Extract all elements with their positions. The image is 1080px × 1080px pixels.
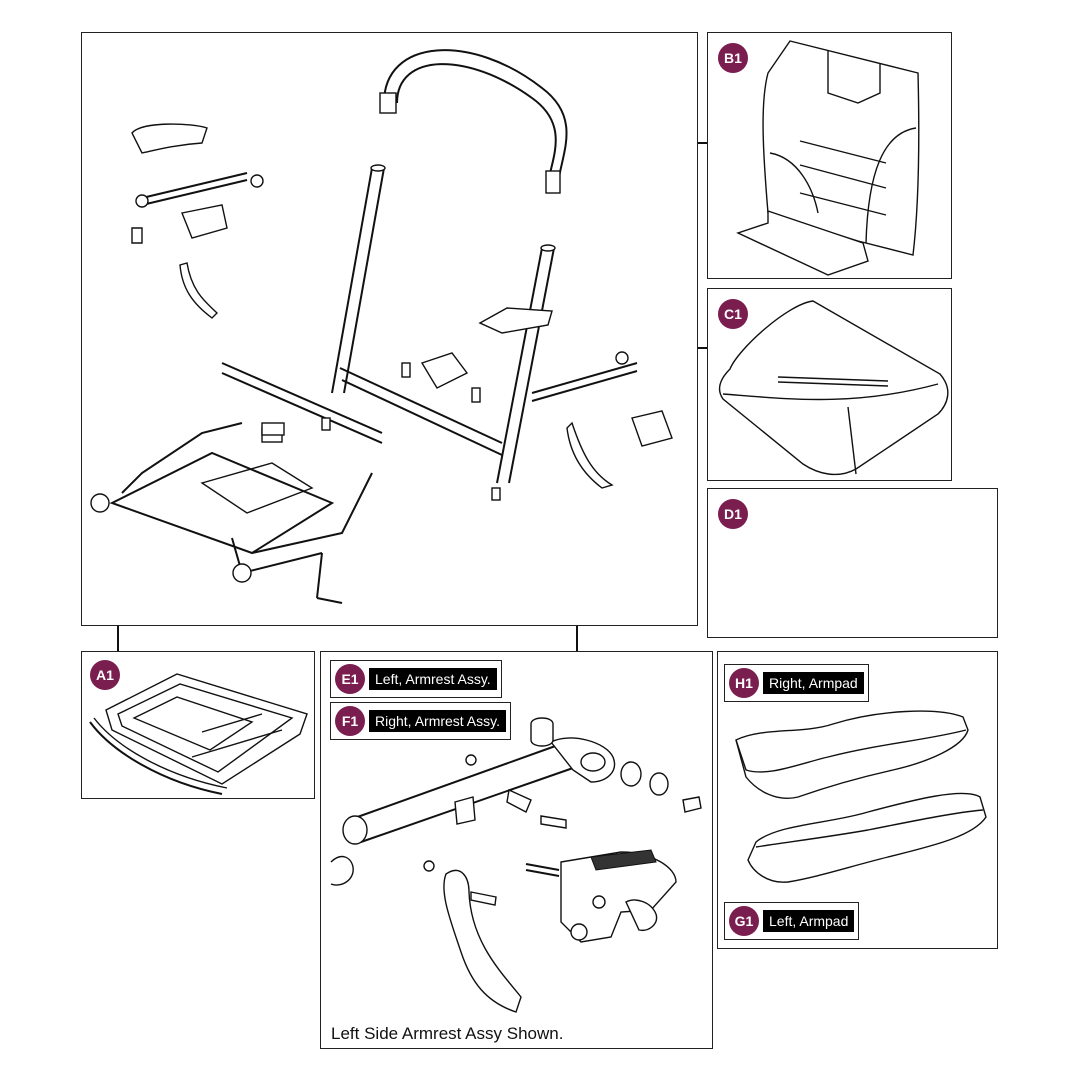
callout-b1: B1 xyxy=(718,43,748,73)
backrest-cushion-drawing xyxy=(736,40,920,276)
tag-f1: F1 Right, Armrest Assy. xyxy=(330,702,511,740)
tag-e1: E1 Left, Armrest Assy. xyxy=(330,660,502,698)
callout-a1: A1 xyxy=(90,660,120,690)
label-e1: Left, Armrest Assy. xyxy=(369,668,497,690)
panel-b1-backrest: B1 xyxy=(707,32,952,279)
tag-h1: H1 Right, Armpad xyxy=(724,664,869,702)
seat-pan-drawing xyxy=(89,673,308,795)
panel-armrest-assy: E1 Left, Armrest Assy. F1 Right, Armrest… xyxy=(320,651,713,1049)
callout-e1: E1 xyxy=(335,664,365,694)
panel-armpads: H1 Right, Armpad G1 Left, Armpad xyxy=(717,651,998,949)
caption-left-side: Left Side Armrest Assy Shown. xyxy=(331,1024,564,1043)
panel-d1: D1 xyxy=(707,488,998,638)
label-g1: Left, Armpad xyxy=(763,910,855,932)
callout-d1: D1 xyxy=(718,499,748,529)
frame-drawing xyxy=(90,49,673,604)
callout-f1: F1 xyxy=(335,706,365,736)
armpads-drawing xyxy=(735,710,987,883)
panel-c1-seat-cushion: C1 xyxy=(707,288,952,481)
armrest-assy-drawing xyxy=(330,717,702,1013)
callout-g1: G1 xyxy=(729,906,759,936)
main-exploded-view xyxy=(81,32,698,626)
tag-g1: G1 Left, Armpad xyxy=(724,902,860,940)
label-f1: Right, Armrest Assy. xyxy=(369,710,506,732)
callout-c1: C1 xyxy=(718,299,748,329)
panel-a1-seat-pan: A1 xyxy=(81,651,315,799)
seat-cushion-drawing xyxy=(718,300,949,476)
callout-h1: H1 xyxy=(729,668,759,698)
label-h1: Right, Armpad xyxy=(763,672,864,694)
